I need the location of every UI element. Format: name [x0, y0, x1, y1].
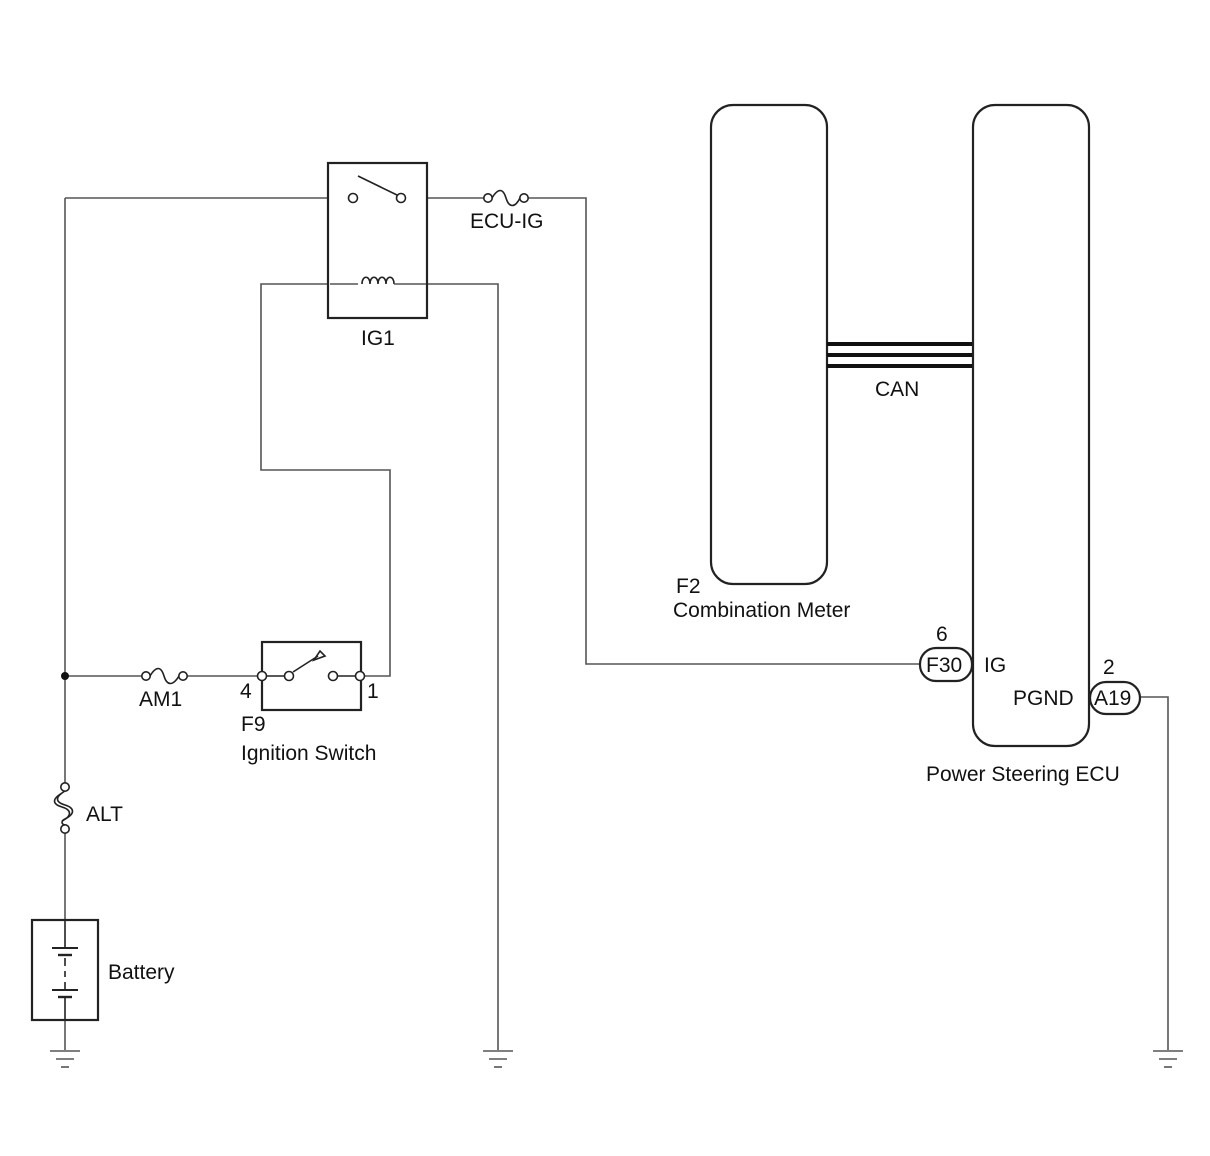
battery-label: Battery	[108, 961, 175, 984]
relay-switch-contact	[357, 175, 398, 196]
fusible-link-icon	[56, 790, 74, 826]
power-steering-ecu-name: Power Steering ECU	[926, 763, 1120, 786]
relay-label: IG1	[361, 327, 395, 350]
ecu-ig-terminal-label: IG	[984, 654, 1006, 677]
ignition-switch-pin-right: 1	[367, 680, 379, 703]
ground-icon	[483, 1050, 513, 1068]
fuse-icon	[491, 189, 521, 207]
fuse-alt-label: ALT	[86, 803, 123, 826]
power-steering-ecu: F30 6 IG A19 2 PGND Power Steering ECU	[918, 103, 1142, 786]
wire-pgnd-to-ground	[1140, 696, 1169, 1050]
fusible-link-alt: ALT	[53, 781, 123, 834]
ground-icon	[50, 1050, 80, 1068]
relay-ig1: IG1	[326, 161, 429, 350]
battery: Battery	[30, 918, 175, 1022]
fuse-icon	[149, 667, 180, 685]
connector-a19-label: A19	[1094, 687, 1131, 710]
ignition-switch-pin-left: 4	[240, 680, 252, 703]
can-bus-label: CAN	[875, 378, 919, 401]
connector-a19	[1088, 680, 1142, 716]
ignition-switch-name: Ignition Switch	[241, 742, 376, 765]
key-icon	[311, 649, 327, 662]
ignition-switch: 4 1 F9 Ignition Switch	[240, 640, 379, 765]
connector-f30-pin: 6	[936, 623, 948, 646]
fuse-ecu-ig-label: ECU-IG	[470, 210, 544, 233]
ignition-switch-code: F9	[241, 713, 266, 736]
combination-meter: F2 Combination Meter	[673, 103, 850, 622]
relay-coil-icon	[361, 276, 395, 285]
connector-f30-label: F30	[926, 654, 962, 677]
fuse-am1-label: AM1	[139, 688, 182, 711]
ignition-switch-contact	[292, 655, 319, 673]
ground-icon	[1153, 1050, 1183, 1068]
junction-dot	[61, 672, 69, 680]
wire-coil-left	[260, 283, 391, 677]
wire-ecu-ig-to-ecu	[528, 197, 921, 665]
fuse-am1: AM1	[139, 667, 189, 711]
can-bus: CAN	[827, 342, 973, 401]
connector-a19-pin: 2	[1103, 656, 1115, 679]
wire-coil-to-ground	[394, 283, 499, 1050]
wires	[64, 197, 1169, 1050]
ecu-pgnd-terminal-label: PGND	[1013, 687, 1074, 710]
combination-meter-code: F2	[676, 575, 701, 598]
combination-meter-name: Combination Meter	[673, 599, 850, 622]
connector-f30	[918, 646, 974, 683]
fuse-ecu-ig: ECU-IG	[470, 189, 544, 233]
